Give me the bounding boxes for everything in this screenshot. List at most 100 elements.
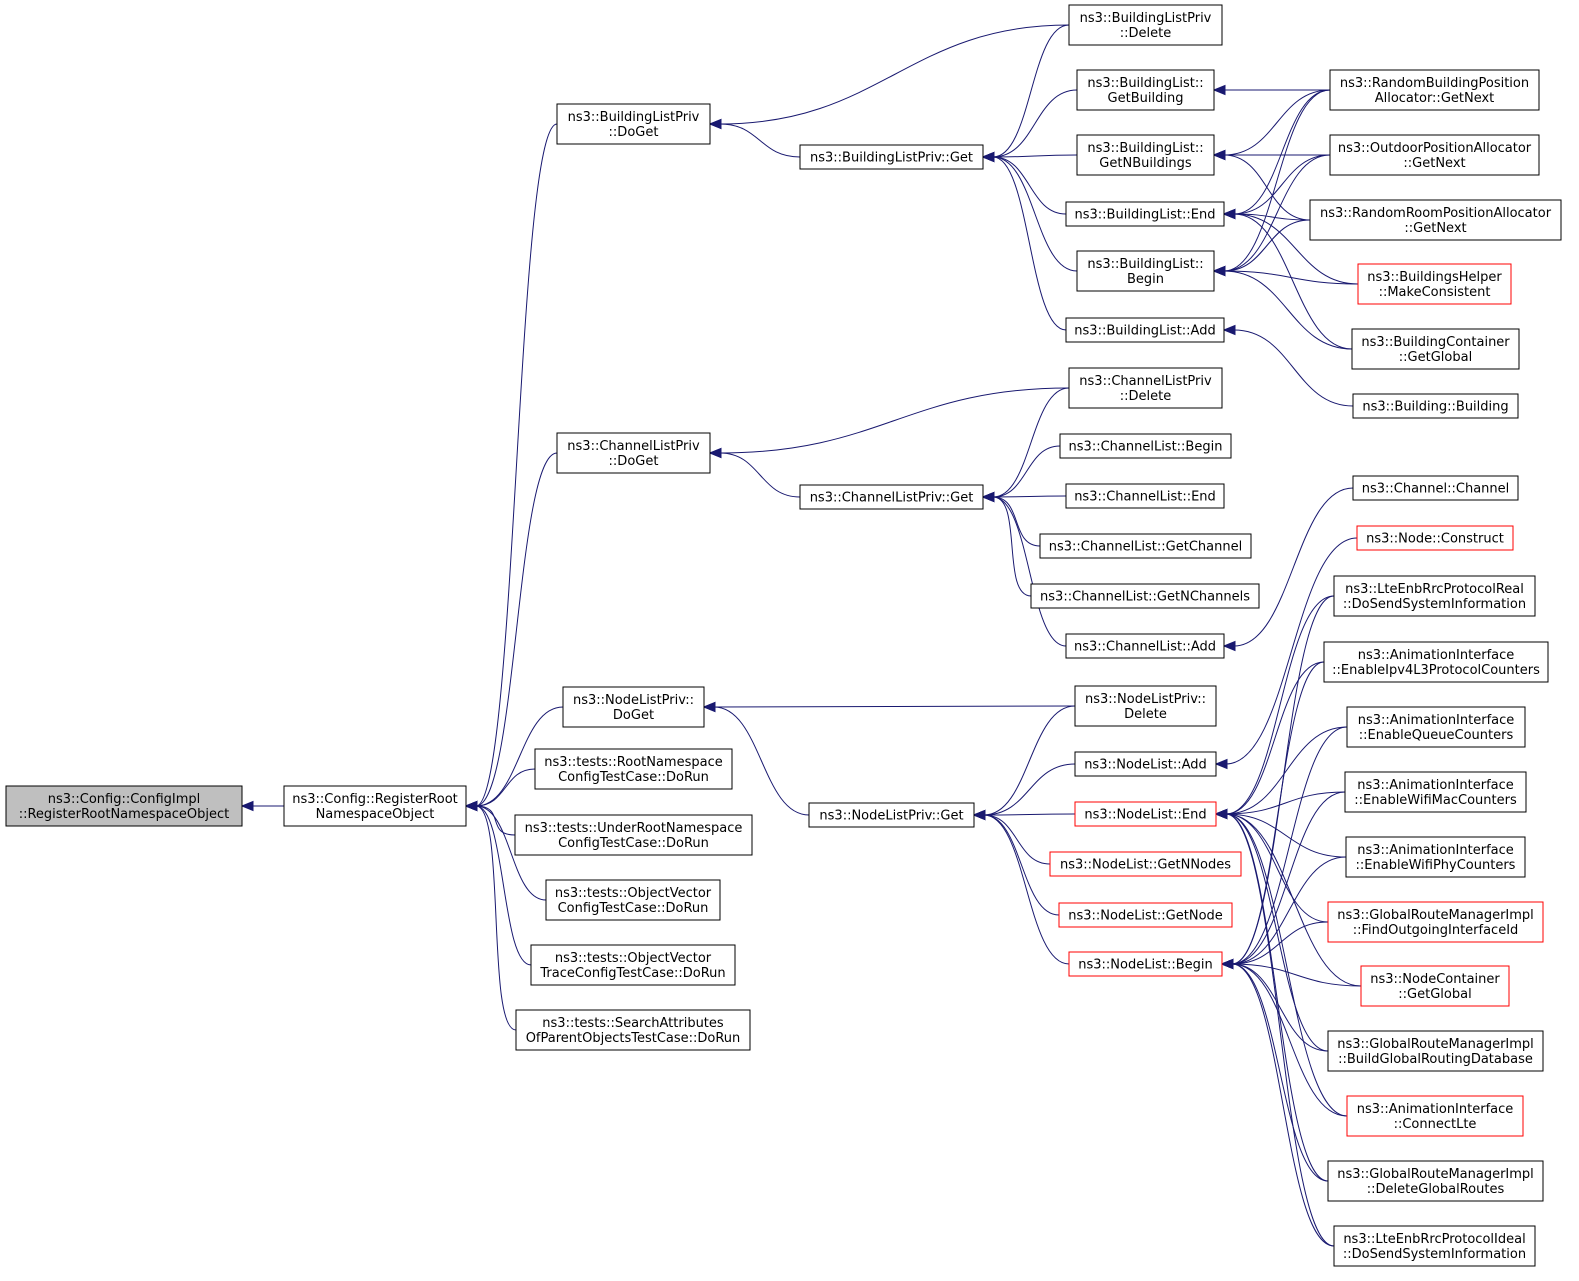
node-box bbox=[530, 944, 736, 986]
node-blp-delete[interactable]: ns3::BuildingListPriv::Delete bbox=[1068, 4, 1223, 46]
node-ai-ipv4[interactable]: ns3::AnimationInterface::EnableIpv4L3Pro… bbox=[1323, 641, 1549, 683]
node-nl-add[interactable]: ns3::NodeList::Add bbox=[1074, 751, 1217, 777]
node-label: ::DoGet bbox=[609, 125, 659, 140]
node-ai-queue[interactable]: ns3::AnimationInterface::EnableQueueCoun… bbox=[1346, 706, 1526, 748]
node-box bbox=[1333, 1225, 1536, 1267]
node-label: ns3::NodeList::End bbox=[1084, 808, 1206, 823]
node-box bbox=[1345, 836, 1526, 878]
node-box bbox=[534, 748, 733, 790]
node-box bbox=[1068, 4, 1223, 46]
node-label: Allocator::GetNext bbox=[1375, 91, 1495, 106]
node-nlp-get[interactable]: ns3::NodeListPriv::Get bbox=[808, 802, 975, 828]
node-box bbox=[1065, 483, 1225, 509]
call-edge bbox=[1212, 89, 1331, 277]
node-rbpa[interactable]: ns3::RandomBuildingPositionAllocator::Ge… bbox=[1329, 69, 1540, 111]
node-box bbox=[545, 879, 721, 921]
node-nlp-delete[interactable]: ns3::NodeListPriv::Delete bbox=[1074, 685, 1217, 727]
node-label: ns3::ChannelList::End bbox=[1074, 490, 1216, 505]
node-nl-getnode[interactable]: ns3::NodeList::GetNode bbox=[1058, 902, 1233, 928]
node-nl-end[interactable]: ns3::NodeList::End bbox=[1074, 801, 1217, 827]
node-cl-getn[interactable]: ns3::ChannelList::GetNChannels bbox=[1030, 583, 1260, 609]
node-nlp-doget[interactable]: ns3::NodeListPriv::DoGet bbox=[562, 686, 705, 728]
node-cl-begin[interactable]: ns3::ChannelList::Begin bbox=[1059, 433, 1232, 459]
node-bl-add[interactable]: ns3::BuildingList::Add bbox=[1065, 317, 1225, 343]
node-label: ::BuildGlobalRoutingDatabase bbox=[1338, 1052, 1533, 1067]
node-box bbox=[1346, 706, 1526, 748]
node-box bbox=[556, 103, 711, 145]
node-cl-getchannel[interactable]: ns3::ChannelList::GetChannel bbox=[1039, 533, 1252, 559]
node-t-objvectrace[interactable]: ns3::tests::ObjectVectorTraceConfigTestC… bbox=[530, 944, 736, 986]
node-nl-begin[interactable]: ns3::NodeList::Begin bbox=[1068, 951, 1223, 977]
node-label: ns3::AnimationInterface bbox=[1357, 1102, 1514, 1117]
node-bl-begin[interactable]: ns3::BuildingList::Begin bbox=[1076, 250, 1215, 292]
node-label: ns3::tests::RootNamespace bbox=[544, 755, 722, 770]
call-edge bbox=[708, 447, 801, 498]
node-box bbox=[1360, 965, 1510, 1007]
node-t-search[interactable]: ns3::tests::SearchAttributesOfParentObje… bbox=[515, 1009, 751, 1051]
node-label: ns3::NodeListPriv:: bbox=[1085, 692, 1206, 707]
node-label: ns3::tests::ObjectVector bbox=[555, 951, 712, 966]
call-edge bbox=[1220, 921, 1329, 970]
node-root[interactable]: ns3::Config::ConfigImpl::RegisterRootNam… bbox=[5, 785, 243, 827]
node-clp-delete[interactable]: ns3::ChannelListPriv::Delete bbox=[1068, 367, 1223, 409]
edges-layer bbox=[240, 24, 1362, 1247]
node-cl-add[interactable]: ns3::ChannelList::Add bbox=[1065, 633, 1225, 659]
node-bc-global[interactable]: ns3::BuildingContainer::GetGlobal bbox=[1351, 328, 1520, 370]
node-label: ns3::tests::ObjectVector bbox=[555, 886, 712, 901]
node-label: ns3::ChannelList::GetChannel bbox=[1049, 540, 1242, 555]
node-box bbox=[799, 484, 984, 510]
node-blp-get[interactable]: ns3::BuildingListPriv::Get bbox=[799, 144, 984, 170]
call-edge bbox=[708, 387, 1070, 459]
node-label: ns3::AnimationInterface bbox=[1357, 843, 1514, 858]
node-n-construct[interactable]: ns3::Node::Construct bbox=[1356, 525, 1514, 551]
node-bl-getn[interactable]: ns3::BuildingList::GetNBuildings bbox=[1076, 134, 1215, 176]
node-label: ns3::NodeList::Begin bbox=[1078, 958, 1212, 973]
node-c-channel[interactable]: ns3::Channel::Channel bbox=[1352, 475, 1519, 501]
node-box bbox=[1327, 1160, 1544, 1202]
node-b-building[interactable]: ns3::Building::Building bbox=[1352, 393, 1519, 419]
node-clp-get[interactable]: ns3::ChannelListPriv::Get bbox=[799, 484, 984, 510]
node-t-underroot[interactable]: ns3::tests::UnderRootNamespaceConfigTest… bbox=[514, 814, 753, 856]
node-box bbox=[1030, 583, 1260, 609]
node-grm-delete[interactable]: ns3::GlobalRouteManagerImpl::DeleteGloba… bbox=[1327, 1160, 1544, 1202]
node-label: ns3::ChannelListPriv bbox=[1079, 374, 1212, 389]
node-box bbox=[1329, 134, 1540, 176]
node-box bbox=[1309, 199, 1562, 241]
call-edge bbox=[972, 809, 1060, 916]
node-nc-global[interactable]: ns3::NodeContainer::GetGlobal bbox=[1360, 965, 1510, 1007]
node-box bbox=[1356, 525, 1514, 551]
node-ai-wifiphy[interactable]: ns3::AnimationInterface::EnableWifiPhyCo… bbox=[1345, 836, 1526, 878]
node-box bbox=[1065, 201, 1225, 227]
node-t-rootns[interactable]: ns3::tests::RootNamespaceConfigTestCase:… bbox=[534, 748, 733, 790]
node-opa[interactable]: ns3::OutdoorPositionAllocator::GetNext bbox=[1329, 134, 1540, 176]
node-ai-lte[interactable]: ns3::AnimationInterface::ConnectLte bbox=[1346, 1095, 1524, 1137]
call-edge bbox=[1222, 487, 1354, 652]
node-label: ns3::BuildingsHelper bbox=[1367, 270, 1502, 285]
node-register[interactable]: ns3::Config::RegisterRootNamespaceObject bbox=[283, 785, 467, 827]
node-label: ns3::Config::RegisterRoot bbox=[292, 792, 458, 807]
node-clp-doget[interactable]: ns3::ChannelListPriv::DoGet bbox=[556, 432, 711, 474]
node-ai-wifimac[interactable]: ns3::AnimationInterface::EnableWifiMacCo… bbox=[1344, 771, 1527, 813]
node-t-objvec[interactable]: ns3::tests::ObjectVectorConfigTestCase::… bbox=[545, 879, 721, 921]
node-lte-real[interactable]: ns3::LteEnbRrcProtocolReal::DoSendSystem… bbox=[1333, 575, 1536, 617]
node-nl-getn[interactable]: ns3::NodeList::GetNNodes bbox=[1049, 851, 1242, 877]
node-cl-end[interactable]: ns3::ChannelList::End bbox=[1065, 483, 1225, 509]
node-lte-ideal[interactable]: ns3::LteEnbRrcProtocolIdeal::DoSendSyste… bbox=[1333, 1225, 1536, 1267]
call-edge bbox=[1212, 265, 1353, 350]
node-label: ::GetNext bbox=[1403, 156, 1465, 171]
node-label: ns3::Config::ConfigImpl bbox=[48, 792, 201, 807]
node-label: ns3::NodeListPriv::Get bbox=[819, 809, 963, 824]
node-label: ns3::AnimationInterface bbox=[1358, 713, 1515, 728]
node-bh-mc[interactable]: ns3::BuildingsHelper::MakeConsistent bbox=[1357, 263, 1512, 305]
call-edge bbox=[981, 151, 1067, 331]
node-grm-find[interactable]: ns3::GlobalRouteManagerImpl::FindOutgoin… bbox=[1327, 901, 1544, 943]
node-label: ::DoSendSystemInformation bbox=[1343, 1247, 1526, 1262]
node-bl-end[interactable]: ns3::BuildingList::End bbox=[1065, 201, 1225, 227]
node-rrpa[interactable]: ns3::RandomRoomPositionAllocator::GetNex… bbox=[1309, 199, 1562, 241]
node-box bbox=[562, 686, 705, 728]
node-blp-doget[interactable]: ns3::BuildingListPriv::DoGet bbox=[556, 103, 711, 145]
node-label: ns3::BuildingList:: bbox=[1087, 76, 1203, 91]
node-grm-build[interactable]: ns3::GlobalRouteManagerImpl::BuildGlobal… bbox=[1327, 1030, 1544, 1072]
call-edge bbox=[981, 151, 1067, 215]
node-bl-getbuilding[interactable]: ns3::BuildingList::GetBuilding bbox=[1076, 69, 1215, 111]
